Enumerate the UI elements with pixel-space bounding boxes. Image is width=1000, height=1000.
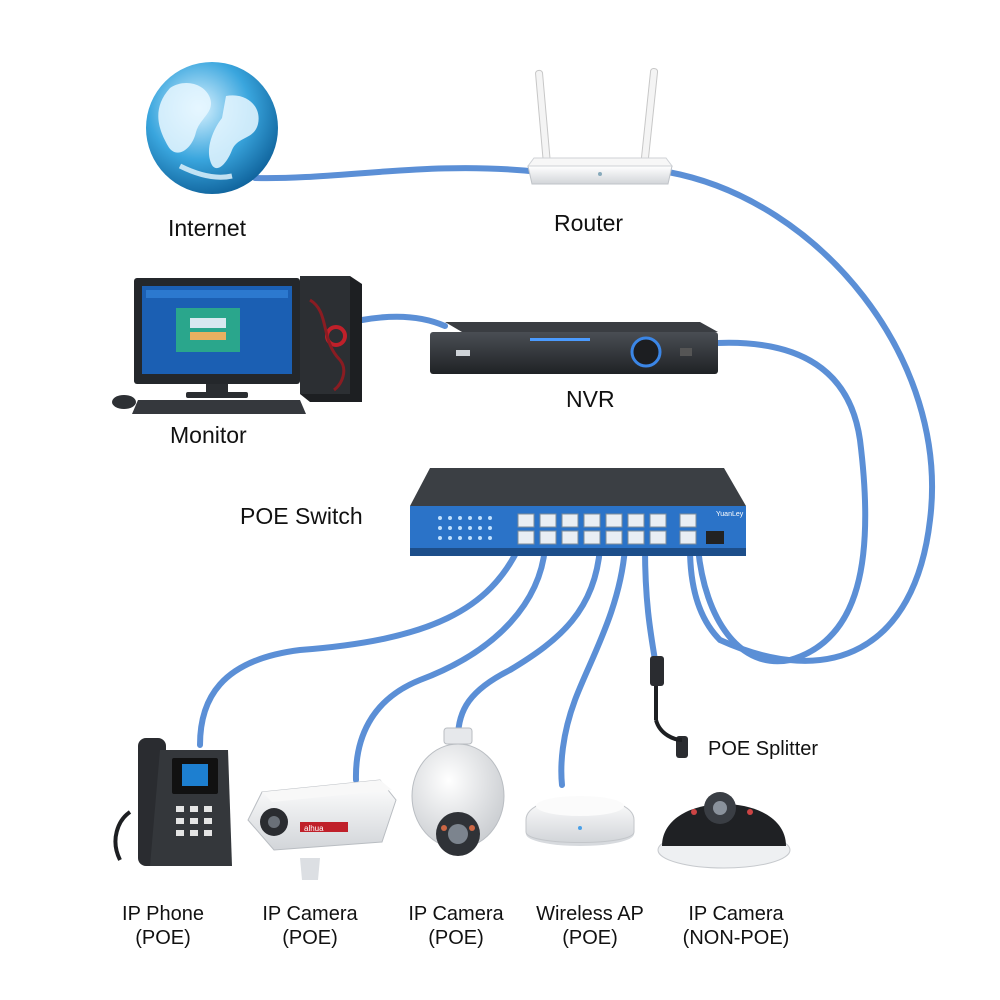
- label-ip-phone-line1: IP Phone: [122, 903, 204, 925]
- cable-switch-ap: [558, 545, 628, 788]
- label-wireless-ap-line2: (POE): [562, 927, 618, 949]
- nvr-device: [430, 322, 718, 374]
- cable-nvr-switch: [695, 339, 869, 665]
- label-router: Router: [554, 210, 624, 236]
- keyboard-icon: [132, 400, 306, 414]
- poe-splitter-device: [650, 656, 688, 758]
- label-wireless-ap: Wireless AP (POE): [520, 902, 660, 950]
- label-wireless-ap-line1: Wireless AP: [536, 903, 644, 925]
- router-device: [527, 67, 673, 185]
- label-monitor: Monitor: [170, 422, 247, 448]
- nvr-menu-button: [630, 336, 662, 368]
- label-ip-camera-1: IP Camera (POE): [250, 902, 370, 950]
- label-ip-camera-3: IP Camera (NON-POE): [666, 902, 806, 950]
- monitor-device: [112, 278, 306, 414]
- label-ip-camera-3-line2: (NON-POE): [682, 927, 790, 949]
- pc-tower-device: [300, 276, 362, 402]
- cable-switch-camera2: [455, 545, 603, 741]
- ip-phone-device: [113, 738, 232, 866]
- label-internet: Internet: [168, 215, 246, 241]
- cable-monitor-nvr: [359, 313, 448, 329]
- label-ip-camera-3-line1: IP Camera: [688, 903, 784, 925]
- label-nvr: NVR: [566, 386, 615, 412]
- camera-brand-logo: alhua: [304, 824, 324, 833]
- cable-switch-camera1: [352, 545, 548, 783]
- label-ip-camera-1-line2: (POE): [282, 927, 338, 949]
- cable-internet-router: [252, 165, 543, 182]
- poe-switch-device: YuanLey: [410, 468, 746, 556]
- mouse-icon: [112, 395, 136, 409]
- switch-brand-logo: YuanLey: [716, 511, 744, 518]
- ip-camera-ptz-device: [411, 727, 505, 856]
- label-ip-camera-2: IP Camera (POE): [396, 902, 516, 950]
- label-ip-camera-2-line2: (POE): [428, 927, 484, 949]
- label-ip-phone-line2: (POE): [135, 927, 191, 949]
- ip-camera-dome-device: [657, 792, 791, 869]
- label-ip-camera-2-line1: IP Camera: [408, 903, 504, 925]
- cable-router-switch: [665, 169, 935, 664]
- ip-camera-bullet-device: alhua: [247, 779, 397, 880]
- label-poe-splitter: POE Splitter: [708, 738, 819, 760]
- label-ip-phone: IP Phone (POE): [108, 902, 218, 950]
- label-poe-switch: POE Switch: [240, 503, 363, 529]
- cable-switch-splitter: [642, 545, 658, 663]
- globe-icon: [146, 62, 278, 194]
- wireless-ap-device: [525, 796, 635, 846]
- label-ip-camera-1-line1: IP Camera: [262, 903, 358, 925]
- cable-switch-phone: [197, 542, 523, 748]
